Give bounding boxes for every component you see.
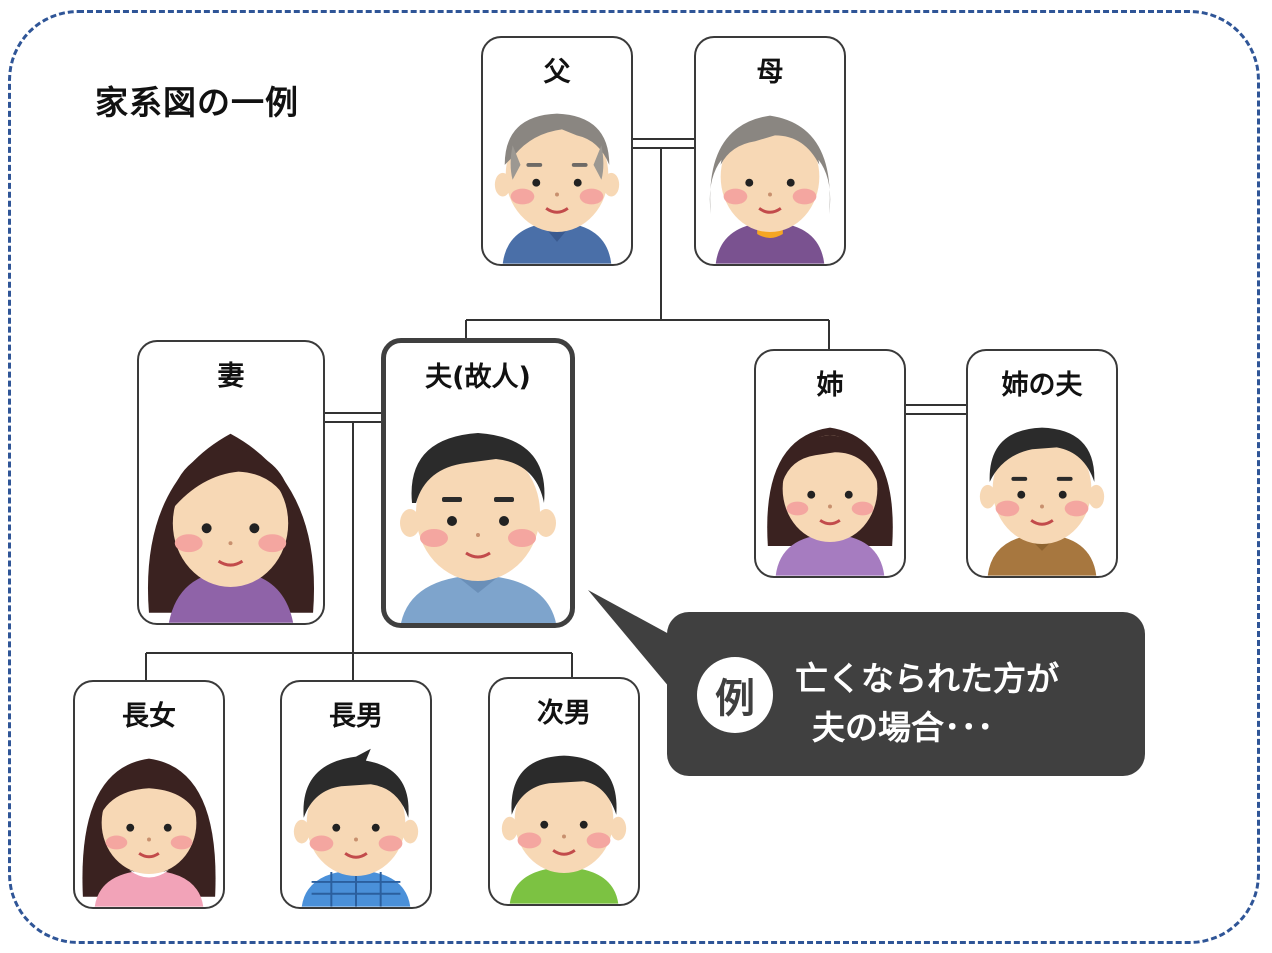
member-label: 妻 xyxy=(217,361,245,392)
member-card-second-son: 次男 xyxy=(488,677,640,906)
man-icon xyxy=(979,428,1105,576)
member-label: 夫(故人) xyxy=(425,362,531,393)
boy-icon xyxy=(501,756,627,904)
boy-icon xyxy=(293,749,419,907)
member-label: 父 xyxy=(543,57,571,88)
callout-line-1: 亡くなられた方が xyxy=(795,659,1059,698)
dashed-frame xyxy=(8,10,1260,944)
member-label: 姉の夫 xyxy=(1001,370,1083,401)
callout-line-2: 夫の場合･･･ xyxy=(812,708,994,747)
member-label: 姉 xyxy=(816,370,844,401)
member-label: 次男 xyxy=(537,698,591,729)
member-card-father: 父 xyxy=(481,36,633,266)
member-card-husband-deceased: 夫(故人) xyxy=(381,338,575,628)
elderly-woman-icon xyxy=(709,116,831,264)
member-label: 母 xyxy=(756,57,784,88)
member-card-eldest-daughter: 長女 xyxy=(73,680,225,909)
member-card-eldest-son: 長男 xyxy=(280,680,432,909)
member-card-mother: 母 xyxy=(694,36,846,266)
woman-icon xyxy=(147,434,315,623)
member-card-sister: 姉 xyxy=(754,349,906,578)
example-badge: 例 xyxy=(697,657,773,733)
member-card-wife: 妻 xyxy=(137,340,325,625)
member-label: 長男 xyxy=(329,701,383,732)
diagram-title: 家系図の一例 xyxy=(95,83,299,122)
girl-icon xyxy=(82,759,216,907)
woman-icon xyxy=(767,428,893,576)
man-icon xyxy=(400,433,556,623)
elderly-man-icon xyxy=(494,114,620,264)
member-card-sister-husband: 姉の夫 xyxy=(966,349,1118,578)
member-label: 長女 xyxy=(122,701,176,732)
